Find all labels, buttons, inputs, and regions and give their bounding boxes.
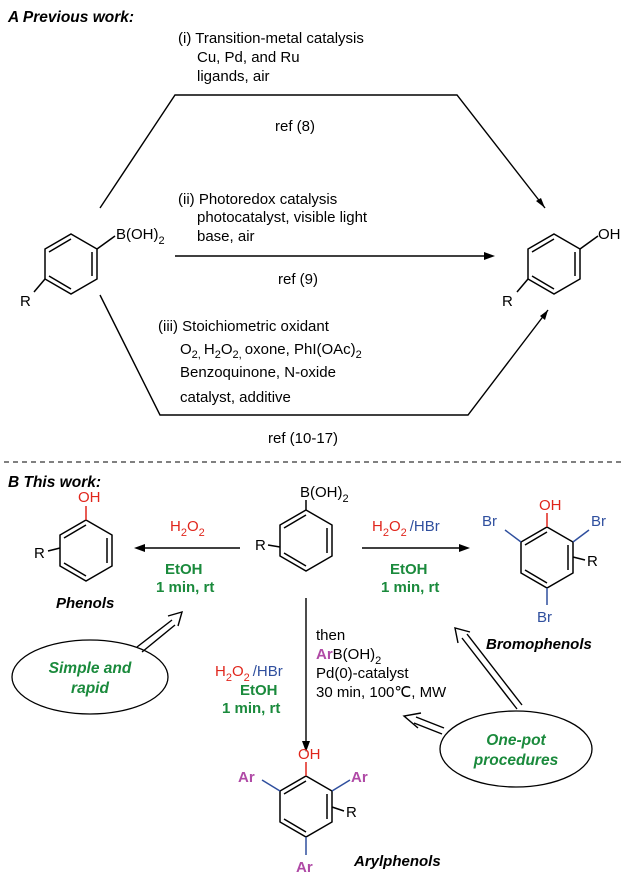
left-reagent: H2O2 [170,518,205,539]
bromophenols-label: Bromophenols [486,636,592,653]
route3-arrowhead [540,310,548,320]
route3-line1: (iii) Stoichiometric oxidant [158,318,330,335]
left-arrowhead [134,544,145,552]
then-label: then [316,627,345,644]
down-solvent: EtOH [240,682,278,699]
down-conditions: 1 min, rt [222,700,280,717]
left-solvent: EtOH [165,561,203,578]
arylphenol-ring [261,762,351,855]
part-a-title: A Previous work: [7,9,134,26]
product-r-group: R [502,293,513,310]
center-benzene-ring [267,500,333,572]
bromophenol-oh: OH [539,497,562,514]
phenol-r-group: R [34,545,45,562]
bubble2-line1: One-pot [486,732,546,749]
product-phenol-ring [516,233,599,295]
bromophenol-r-group: R [587,553,598,570]
route1-ref: ref (8) [275,118,315,135]
route1-line1: (i) Transition-metal catalysis [178,30,364,47]
aryl-bottom: Ar [296,859,313,876]
reaction-time: 30 min, 100℃, MW [316,684,447,701]
route3-line2: O2, H2O2, oxone, PhI(OAc)2 [180,341,362,361]
center-boronic-group: B(OH)2 [300,484,349,505]
route2-line1: (ii) Photoredox catalysis [178,191,337,208]
bromine-right: Br [591,513,606,530]
arylphenol-oh: OH [298,746,321,763]
sm-boronic-group: B(OH)2 [116,226,165,247]
route3-ref: ref (10-17) [268,430,338,447]
one-pot-bubble [439,710,593,788]
right-solvent: EtOH [390,561,428,578]
down-arrowhead [302,741,310,752]
route1-path [99,94,546,209]
aryl-right: Ar [351,769,368,786]
arylphenols-label: Arylphenols [353,853,441,870]
bromine-left: Br [482,513,497,530]
aryl-boronic-acid: ArB(OH)2 [316,646,381,667]
sm-benzene-ring [33,233,116,295]
center-r-group: R [255,537,266,554]
route1-line2: Cu, Pd, and Ru [197,49,300,66]
route3-line4: catalyst, additive [180,389,291,406]
simple-rapid-bubble [11,639,169,715]
product-oh-group: OH [598,226,621,243]
route3-line3: Benzoquinone, N-oxide [180,364,336,381]
bubble2-hollow-arrow-left [402,712,445,735]
route1-arrowhead [536,198,545,208]
arylphenol-r-group: R [346,804,357,821]
bromophenol-ring [504,513,590,605]
right-conditions: 1 min, rt [381,579,439,596]
route2-arrowhead [484,252,495,260]
phenol-ring [47,506,113,582]
part-b-title: B This work: [8,474,101,491]
bubble1-line2: rapid [71,680,109,697]
bubble1-hollow-arrow [136,610,184,653]
left-conditions: 1 min, rt [156,579,214,596]
aryl-left: Ar [238,769,255,786]
bubble2-line2: procedures [473,752,559,769]
right-arrowhead [459,544,470,552]
route3-path [99,294,549,416]
down-reagent: H2O2/HBr [215,663,283,684]
sm-r-group: R [20,293,31,310]
right-reagent: H2O2/HBr [372,518,440,539]
route2-line2: photocatalyst, visible light [197,209,368,226]
phenols-label: Phenols [56,595,114,612]
bubble2-hollow-arrow-up [454,627,523,710]
route1-line3: ligands, air [197,68,270,85]
pd-catalyst: Pd(0)-catalyst [316,665,409,682]
route2-ref: ref (9) [278,271,318,288]
route2-line3: base, air [197,228,255,245]
bromine-bottom: Br [537,609,552,626]
bubble1-line1: Simple and [49,660,132,677]
phenol-oh: OH [78,489,101,506]
